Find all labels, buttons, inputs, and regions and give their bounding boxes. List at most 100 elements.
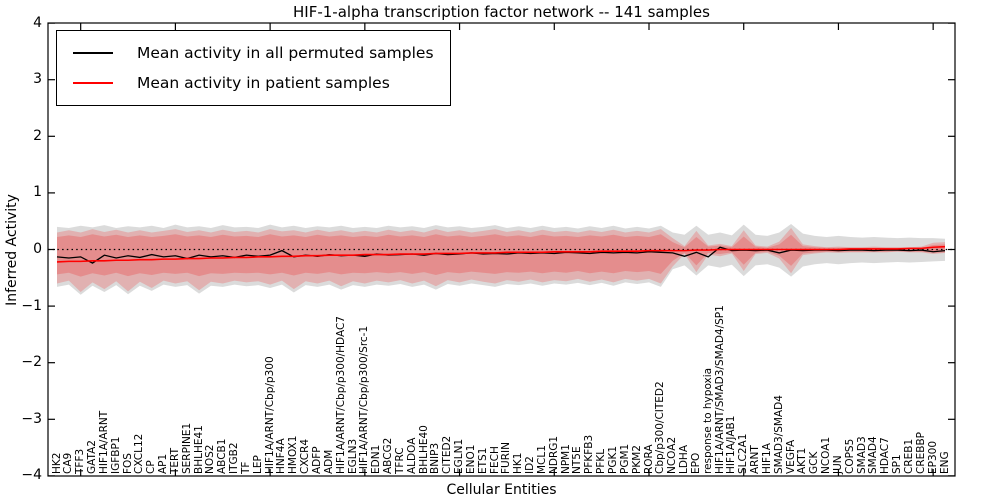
- y-tick-label: 3: [33, 71, 42, 88]
- x-tick-label: CITED2: [441, 435, 454, 474]
- y-tick-label: 2: [33, 127, 42, 144]
- x-tick-label: CREBBP: [914, 432, 927, 474]
- x-tick-label: SERPINE1: [180, 422, 193, 474]
- y-tick-label: −3: [21, 410, 42, 427]
- x-tick-label: HK2: [50, 452, 63, 474]
- x-tick-label: ADFP: [310, 446, 323, 474]
- x-tick-label: CP: [145, 460, 158, 474]
- y-tick-label: −4: [21, 467, 42, 484]
- line-patient-mean: [56, 245, 946, 263]
- x-tick-label: EPO: [689, 452, 702, 474]
- legend-entry-permuted: Mean activity in all permuted samples: [73, 38, 434, 68]
- x-tick-label: HIF1A: [760, 443, 773, 474]
- x-tick-label: COPS5: [843, 438, 856, 474]
- x-tick-label: SLC2A1: [737, 433, 750, 474]
- x-tick-label: NT5E: [571, 446, 584, 474]
- x-tick-label: ARNT: [749, 445, 762, 474]
- x-tick-label: HIF1A/ARNT/Cbp/p300: [263, 356, 276, 474]
- band-patient-outer: [57, 227, 945, 292]
- x-tick-label: CA9: [62, 452, 75, 474]
- x-tick-label: HIF1A/ARNT: [97, 410, 110, 474]
- line-permuted-mean: [56, 246, 946, 264]
- x-tick-label: PGK1: [606, 445, 619, 474]
- x-tick-label: ALDOA: [405, 437, 418, 474]
- x-tick-label: HK1: [512, 452, 525, 474]
- x-tick-label: HIF1A/ARNT/Cbp/p300/HDAC7: [334, 316, 347, 474]
- x-tick-label: NDRG1: [547, 435, 560, 474]
- y-tick-label: −1: [21, 297, 42, 314]
- legend-label-permuted: Mean activity in all permuted samples: [137, 44, 434, 62]
- x-tick-label: JUN: [831, 455, 844, 474]
- x-tick-label: SMAD3/SMAD4: [772, 395, 785, 474]
- x-tick-label: ENG: [938, 451, 951, 474]
- x-tick-label: FECH: [488, 446, 501, 474]
- x-tick-label: EDN1: [370, 444, 383, 474]
- legend-entry-patient: Mean activity in patient samples: [73, 68, 434, 98]
- x-tick-label: NCOA2: [666, 436, 679, 474]
- x-tick-label: IGFBP1: [109, 436, 122, 475]
- x-tick-label: VEGFA: [784, 439, 797, 474]
- x-tick-label: LEP: [251, 455, 264, 474]
- legend-label-patient: Mean activity in patient samples: [137, 74, 390, 92]
- x-tick-label: ABCG2: [382, 437, 395, 474]
- x-tick-label: Cbp/p300/CITED2: [654, 381, 667, 474]
- y-tick-label: 4: [33, 14, 42, 31]
- x-tick-label: BNIP3: [429, 442, 442, 474]
- x-tick-label: HMOX1: [287, 435, 300, 474]
- x-tick-label: BHLHE40: [417, 425, 430, 474]
- x-tick-label: SMAD3: [855, 436, 868, 474]
- x-tick-label: PFKL: [595, 448, 608, 474]
- y-tick-label: 1: [33, 184, 42, 201]
- x-tick-label: NCOA1: [820, 436, 833, 474]
- x-tick-label: ENO1: [464, 444, 477, 474]
- band-permuted-range: [57, 224, 945, 295]
- x-tick-label: EGLN3: [346, 438, 359, 474]
- x-tick-label: EP300: [926, 440, 939, 474]
- x-tick-label: RORA: [642, 444, 655, 474]
- x-tick-label: CXCR4: [299, 438, 312, 474]
- x-tick-label: FURIN: [500, 442, 513, 474]
- x-tick-label: TFF3: [74, 448, 87, 474]
- x-axis-label: Cellular Entities: [446, 482, 557, 498]
- x-tick-label: MCL1: [535, 445, 548, 474]
- x-tick-label: TFRC: [393, 447, 406, 474]
- x-tick-label: PFKFB3: [583, 434, 596, 474]
- x-tick-label: GATA2: [86, 440, 99, 474]
- legend: Mean activity in all permuted samples Me…: [56, 30, 451, 106]
- x-tick-label: HIF1A/ARNT/Cbp/p300/Src-1: [358, 325, 371, 474]
- x-tick-label: HNF4A: [275, 438, 288, 474]
- x-tick-label: TF: [239, 461, 252, 474]
- x-tick-label: HIF1A/ARNT/SMAD3/SMAD4/SP1: [713, 305, 726, 474]
- y-tick-label: 0: [33, 241, 42, 257]
- legend-line-patient-icon: [73, 82, 113, 84]
- x-tick-label: BHLHE41: [192, 425, 205, 474]
- x-tick-label: LDHA: [678, 444, 691, 474]
- x-tick-label: PGM1: [618, 443, 631, 474]
- x-tick-label: NPM1: [559, 444, 572, 474]
- x-tick-label: GCK: [808, 451, 821, 474]
- legend-line-permuted-icon: [73, 52, 113, 54]
- x-tick-label: ETS1: [476, 447, 489, 474]
- x-tick-label: EGLN1: [453, 438, 466, 474]
- x-tick-label: AKT1: [796, 447, 809, 474]
- x-tick-label: HIF1A/JAB1: [725, 415, 738, 474]
- x-tick-label: ITGB2: [228, 442, 241, 474]
- x-tick-label: ABCB1: [216, 438, 229, 474]
- x-tick-label: CXCL12: [133, 433, 146, 474]
- x-tick-label: response to hypoxia: [701, 367, 714, 474]
- x-tick-label: HDAC7: [879, 437, 892, 474]
- x-tick-label: NOS2: [204, 444, 217, 474]
- x-tick-label: ID2: [524, 456, 537, 474]
- x-tick-label: FOS: [121, 453, 134, 474]
- band-patient-inner: [57, 234, 945, 277]
- x-tick-label: CREB1: [902, 438, 915, 474]
- x-tick-label: AP1: [157, 453, 170, 474]
- x-tick-label: ADM: [322, 449, 335, 474]
- x-tick-label: SP1: [891, 454, 904, 474]
- chart-title: HIF-1-alpha transcription factor network…: [293, 3, 710, 21]
- x-tick-label: TERT: [168, 448, 181, 474]
- x-tick-label: SMAD4: [867, 436, 880, 474]
- y-tick-label: −2: [21, 354, 42, 371]
